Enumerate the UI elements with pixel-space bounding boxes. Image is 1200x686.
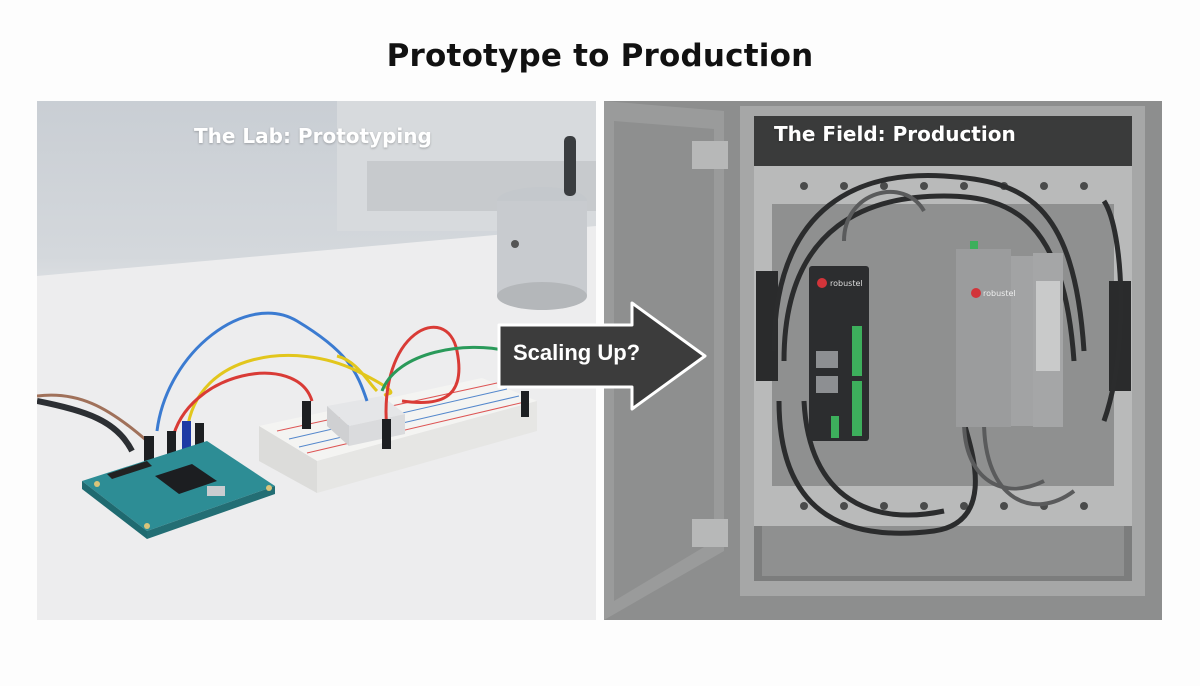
arrow-right-icon [497, 301, 707, 411]
lab-label: The Lab: Prototyping [194, 124, 432, 148]
lab-scene-illustration [37, 101, 596, 620]
controller-device: robustel [956, 241, 1063, 427]
page-title: Prototype to Production [386, 38, 814, 74]
field-scene-illustration: robustel robustel [604, 101, 1145, 620]
cylinder-device [497, 136, 587, 310]
field-panel: robustel robustel The Field: Production [604, 101, 1162, 620]
svg-text:robustel: robustel [830, 279, 863, 288]
arrow-label: Scaling Up? [513, 340, 641, 365]
field-label: The Field: Production [774, 122, 1016, 146]
dev-board [82, 441, 275, 539]
gateway-device: robustel [809, 266, 869, 441]
scaling-arrow: Scaling Up? [496, 300, 710, 412]
svg-text:robustel: robustel [983, 289, 1016, 298]
